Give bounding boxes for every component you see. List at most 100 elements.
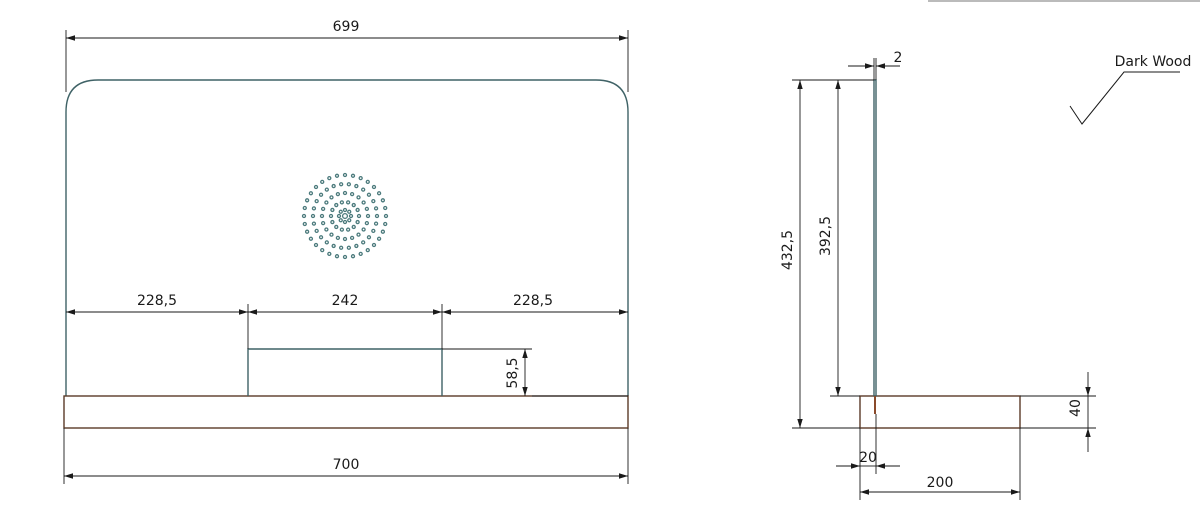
nozzle-hole (351, 224, 356, 230)
nozzle-hole (358, 175, 363, 181)
nozzle-hole (342, 207, 348, 213)
nozzle-hole (324, 227, 329, 232)
dim-label-right: 228,5 (513, 293, 553, 309)
nozzle-hole (342, 190, 348, 196)
nozzle-hole (365, 179, 370, 185)
nozzle-hole (334, 224, 339, 230)
nozzle-hole (338, 218, 343, 223)
material-callout: Dark Wood (1069, 54, 1191, 125)
nozzle-hole (349, 235, 355, 241)
nozzle-hole (319, 213, 325, 219)
nozzle-hole (376, 236, 382, 241)
dim-label-392-5: 392,5 (818, 216, 834, 256)
nozzle-hole (324, 187, 329, 192)
panel-outline (65, 79, 629, 396)
nozzle-hole (361, 200, 366, 205)
nozzle-hole (320, 206, 326, 212)
dim-label-40: 40 (1068, 399, 1084, 417)
nozzle-hole (338, 245, 344, 250)
nozzle-hole (364, 220, 370, 226)
nozzle-hole (371, 242, 377, 248)
nozzle-hole (320, 247, 325, 253)
nozzle-hole (311, 221, 317, 226)
nozzle-hole (329, 232, 334, 237)
nozzle-hole (334, 173, 340, 178)
nozzle-hole (338, 209, 343, 214)
nozzle-hole (349, 191, 355, 197)
nozzle-hole (356, 213, 362, 219)
nozzle-hole (356, 195, 361, 200)
nozzle-hole (361, 227, 366, 232)
nozzle-hole (302, 205, 307, 211)
nozzle-hole (324, 200, 329, 205)
nozzle-hole (373, 221, 379, 226)
nozzle-hole (308, 236, 314, 241)
nozzle-hole (374, 213, 380, 219)
nozzle-hole (320, 220, 326, 226)
nozzle-hole (364, 206, 370, 212)
nozzle-hole (334, 202, 339, 208)
nozzle-hole (373, 206, 379, 211)
nozzle-hole (351, 202, 356, 208)
nozzle-hole (371, 184, 377, 190)
nozzle-hole (350, 173, 356, 178)
nozzle-hole (348, 213, 354, 219)
side-panel (873, 79, 877, 397)
nozzle-hole (301, 213, 307, 219)
nozzle-hole (324, 240, 329, 245)
nozzle-hole (342, 219, 348, 225)
nozzle-hole (310, 213, 316, 219)
nozzle-hole (342, 236, 348, 242)
nozzle-hole (354, 183, 359, 189)
nozzle-hole (376, 191, 382, 196)
nozzle-hole (336, 213, 342, 219)
nozzle-hole (371, 228, 376, 234)
nozzle-hole (383, 205, 388, 211)
nozzle-hole (346, 182, 352, 187)
nozzle-hole (380, 198, 386, 203)
nozzle-hole (331, 183, 336, 189)
front-view: 699 228,5 242 228,5 58,5 700 (63, 19, 629, 484)
nozzle-hole (328, 213, 334, 219)
nozzle-hole (331, 243, 336, 249)
nozzle-hole (361, 240, 366, 245)
nozzle-hole (383, 213, 389, 219)
nozzle-hole (342, 172, 348, 178)
dim-label-432-5: 432,5 (780, 230, 796, 270)
nozzle-hole (354, 243, 359, 249)
nozzle-hole (355, 207, 360, 213)
dim-label-200: 200 (927, 475, 954, 491)
nozzle-hole (320, 179, 325, 185)
nozzle-hole (327, 251, 332, 257)
dim-label-2: 2 (894, 50, 903, 66)
nozzle-hole (380, 229, 386, 234)
center-cutout (247, 348, 443, 396)
nozzle-hole (314, 228, 319, 234)
nozzle-hole (330, 207, 335, 213)
dim-label-center: 242 (332, 293, 359, 309)
nozzle-hole (350, 254, 356, 259)
nozzle-hole (371, 198, 376, 204)
nozzle-hole (313, 184, 319, 190)
nozzle-hole (304, 198, 310, 203)
side-base (859, 395, 1021, 429)
side-view: 2 432,5 392,5 40 20 200 (780, 50, 1096, 500)
nozzle-hole (366, 192, 372, 197)
nozzle-hole (366, 235, 372, 240)
nozzle-hole (345, 227, 351, 232)
nozzle-hole (330, 219, 335, 225)
nozzle-hole (318, 235, 324, 240)
nozzle-hole (358, 251, 363, 257)
nozzle-hole (383, 221, 388, 227)
dim-label-left: 228,5 (137, 293, 177, 309)
nozzle-hole (314, 198, 319, 204)
nozzle-hole (339, 227, 345, 232)
nozzle-hole (335, 191, 341, 197)
nozzle-hole (335, 235, 341, 241)
dim-label-58-5: 58,5 (505, 357, 521, 388)
check-leader (1069, 71, 1180, 125)
shower-head (301, 172, 389, 260)
nozzle-hole (365, 247, 370, 253)
nozzle-hole (318, 192, 324, 197)
nozzle-hole (327, 175, 332, 181)
